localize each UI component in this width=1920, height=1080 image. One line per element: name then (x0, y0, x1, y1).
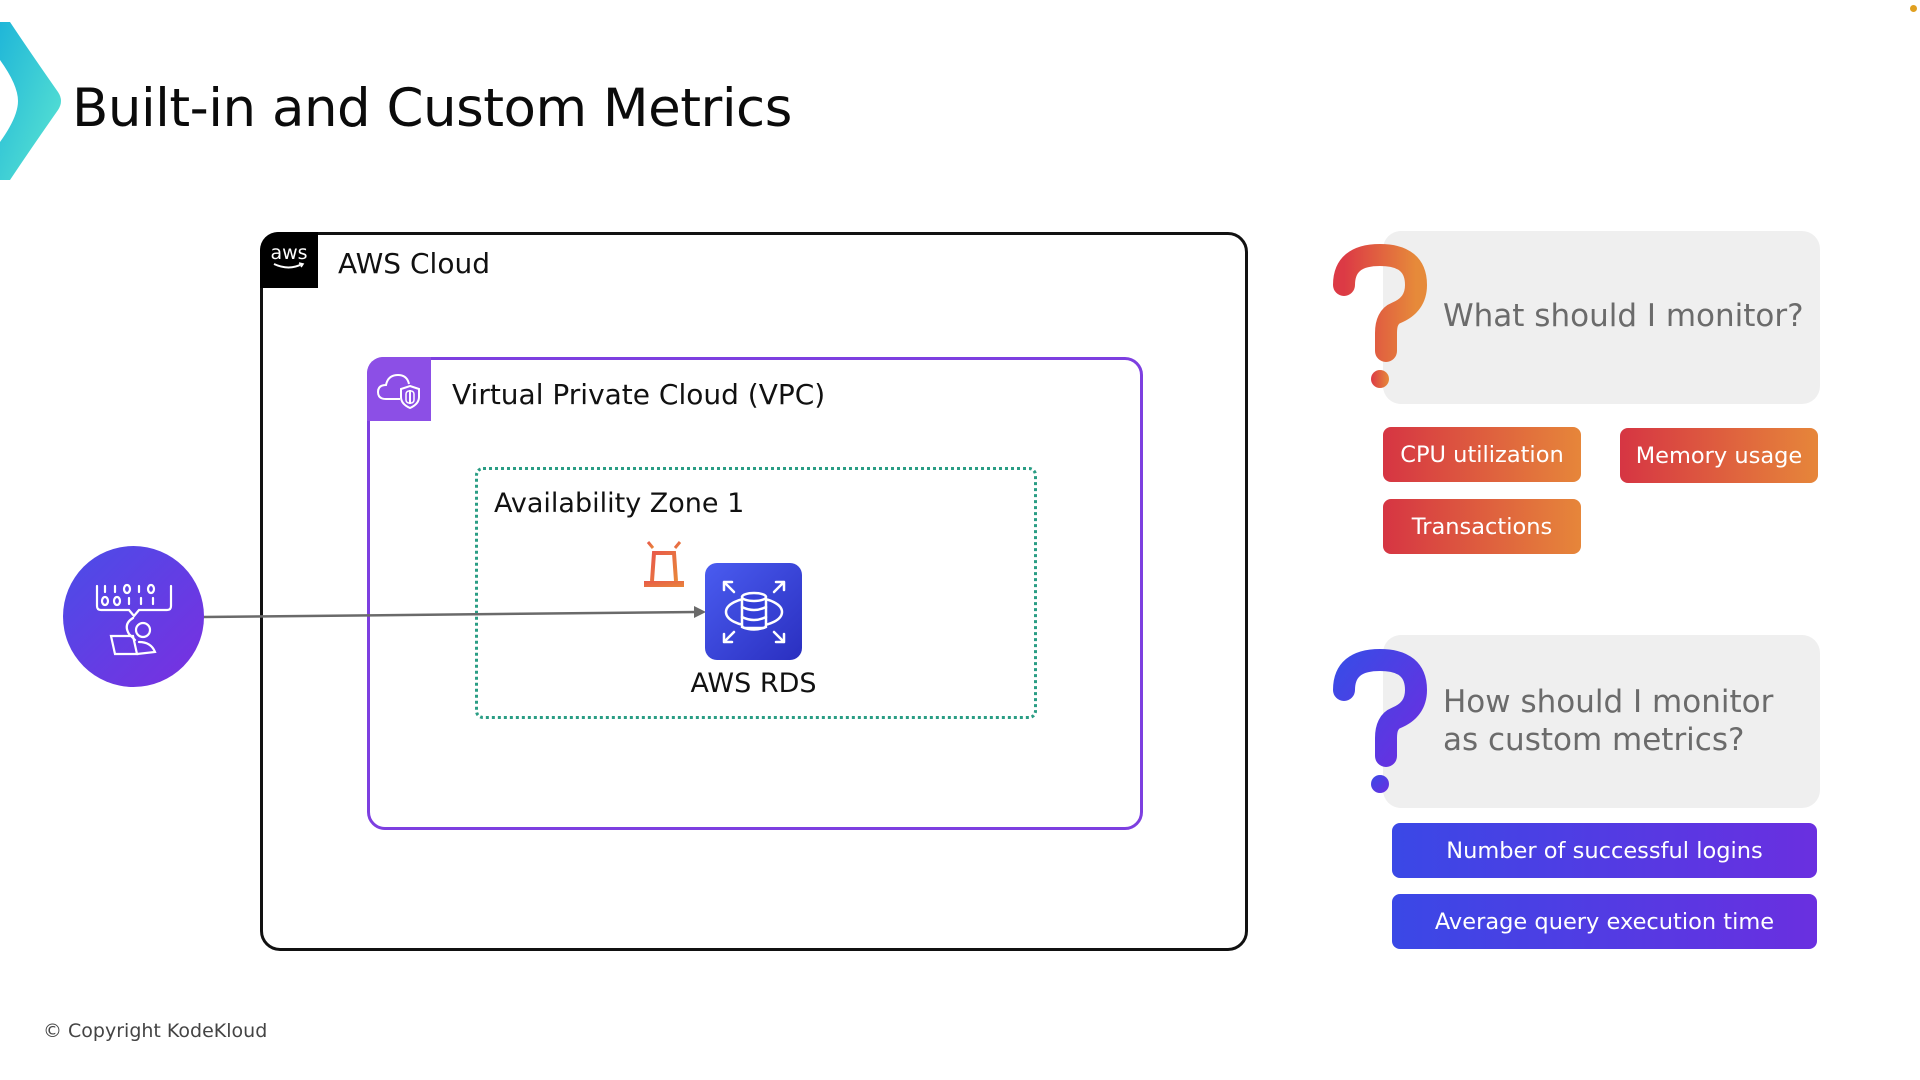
developer-binary-icon (95, 583, 172, 655)
custom-question-text: How should I monitor as custom metrics? (1443, 684, 1774, 758)
alarm-siren-icon (640, 537, 688, 587)
question-mark-icon (1333, 243, 1428, 388)
cloud-shield-icon (367, 357, 431, 421)
builtin-question-text: What should I monitor? (1443, 298, 1804, 334)
aws-smile-icon (273, 262, 305, 269)
database-scale-icon (722, 580, 785, 643)
page-title: Built-in and Custom Metrics (72, 78, 792, 139)
corner-dot (1910, 5, 1917, 12)
availability-zone-label: Availability Zone 1 (494, 488, 745, 519)
question-mark-icon (1333, 648, 1428, 793)
logo-chevron-icon (0, 22, 61, 180)
rds-label: AWS RDS (690, 668, 817, 699)
aws-cloud-label: AWS Cloud (338, 247, 490, 280)
rds-database-icon[interactable] (705, 563, 802, 660)
aws-cloud-group: aws AWS Cloud Virtual Private Cloud (VPC… (260, 232, 1248, 951)
aws-logo-icon: aws (260, 232, 318, 288)
aws-badge-text: aws (270, 242, 308, 264)
metric-transactions[interactable]: Transactions (1383, 499, 1581, 554)
custom-question-box: How should I monitor as custom metrics? (1383, 635, 1820, 808)
copyright-text: © Copyright KodeKloud (43, 1020, 268, 1042)
vpc-group: Virtual Private Cloud (VPC) Availability… (367, 357, 1143, 830)
builtin-question-box: What should I monitor? (1383, 231, 1820, 404)
metric-memory-usage[interactable]: Memory usage (1620, 428, 1818, 483)
developer-node[interactable] (63, 546, 204, 687)
vpc-label: Virtual Private Cloud (VPC) (452, 378, 826, 411)
availability-zone-group: Availability Zone 1 (475, 467, 1037, 719)
metric-cpu-utilization[interactable]: CPU utilization (1383, 427, 1581, 482)
metric-successful-logins[interactable]: Number of successful logins (1392, 823, 1817, 878)
metric-avg-query-time[interactable]: Average query execution time (1392, 894, 1817, 949)
